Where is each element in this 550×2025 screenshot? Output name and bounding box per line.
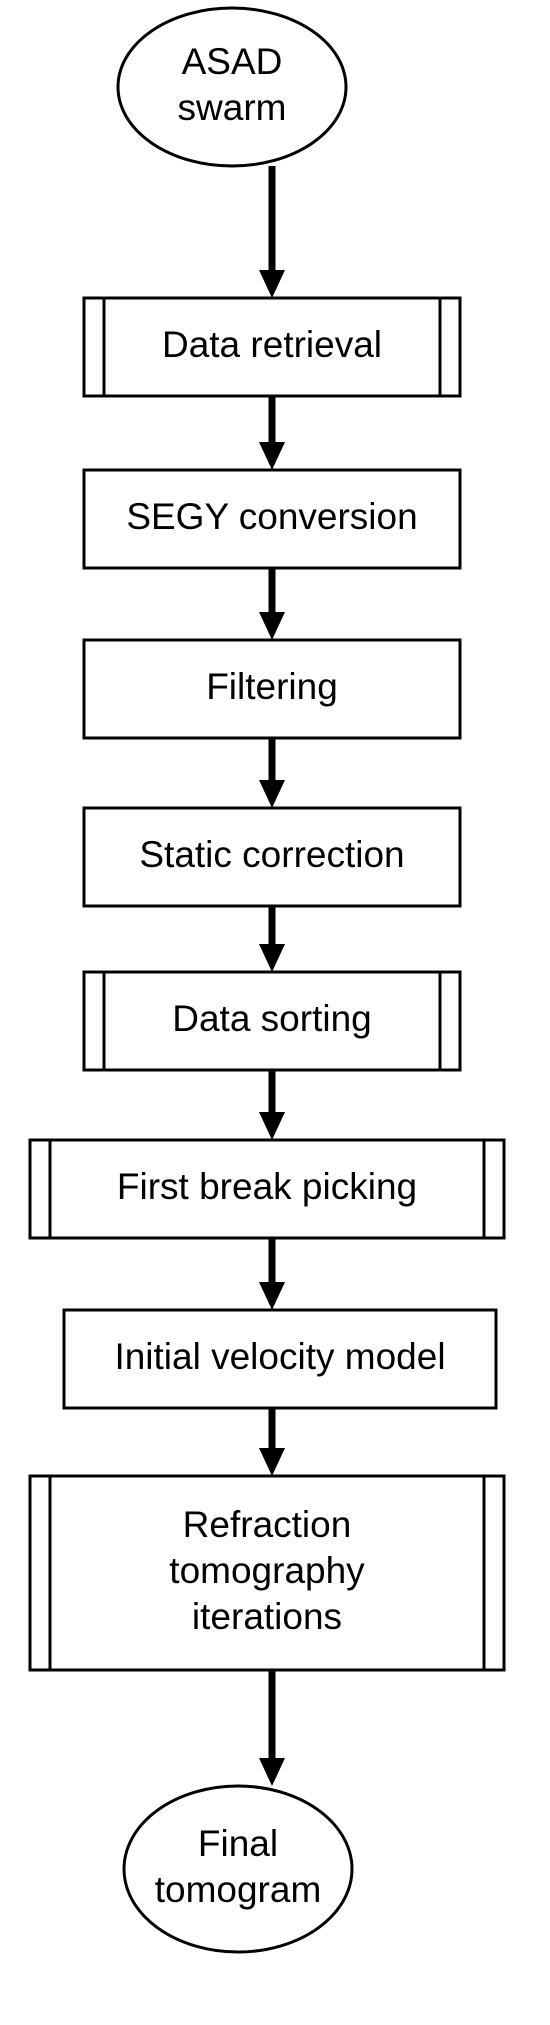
process-box <box>82 468 462 570</box>
arrowhead <box>259 1758 285 1786</box>
arrow-initial-velocity-model-to-refraction-tomography <box>259 1408 285 1476</box>
arrowhead <box>259 1112 285 1140</box>
node-label: Initial velocity model <box>114 1336 445 1377</box>
node-start: ASAD swarm <box>116 6 348 168</box>
arrowhead <box>259 1282 285 1310</box>
node-static-correction: Static correction <box>82 806 462 908</box>
subprocess-box <box>82 970 462 1072</box>
subprocess-box <box>28 1138 506 1240</box>
arrow-refraction-tomography-to-end <box>259 1670 285 1786</box>
node-segy-conversion: SEGY conversion <box>82 468 462 570</box>
process-box <box>62 1308 498 1410</box>
arrow-start-to-data-retrieval <box>259 166 285 298</box>
node-label: tomogram <box>155 1869 322 1910</box>
arrowhead <box>259 780 285 808</box>
arrow-static-correction-to-data-sorting <box>259 906 285 972</box>
subprocess-box <box>82 296 462 398</box>
arrow-data-retrieval-to-segy-conversion <box>259 396 285 470</box>
terminator-shape <box>122 1784 354 1954</box>
node-label: iterations <box>192 1596 342 1637</box>
node-initial-velocity-model: Initial velocity model <box>62 1308 498 1410</box>
node-label: swarm <box>178 87 287 128</box>
node-label: First break picking <box>117 1166 417 1207</box>
node-label: Final <box>198 1823 278 1864</box>
process-box <box>82 806 462 908</box>
node-label: Refraction <box>183 1504 352 1545</box>
node-data-sorting: Data sorting <box>82 970 462 1072</box>
node-label: tomography <box>169 1550 365 1591</box>
arrow-first-break-picking-to-initial-velocity-model <box>259 1238 285 1310</box>
arrowhead <box>259 442 285 470</box>
node-label: Static correction <box>139 834 404 875</box>
arrow-filtering-to-static-correction <box>259 738 285 808</box>
node-label: ASAD <box>182 41 283 82</box>
node-refraction-tomography: Refraction tomography iterations <box>28 1474 506 1672</box>
arrowhead <box>259 944 285 972</box>
node-first-break-picking: First break picking <box>28 1138 506 1240</box>
terminator-shape <box>116 6 348 168</box>
node-end: Final tomogram <box>122 1784 354 1954</box>
node-data-retrieval: Data retrieval <box>82 296 462 398</box>
node-label: SEGY conversion <box>126 496 417 537</box>
edges-layer <box>259 166 285 1786</box>
subprocess-box <box>28 1474 506 1672</box>
node-label: Data sorting <box>172 998 372 1039</box>
arrow-segy-conversion-to-filtering <box>259 568 285 640</box>
arrow-data-sorting-to-first-break-picking <box>259 1070 285 1140</box>
arrowhead <box>259 612 285 640</box>
arrowhead <box>259 270 285 298</box>
process-box <box>82 638 462 740</box>
node-label: Data retrieval <box>162 324 382 365</box>
node-label: Filtering <box>206 666 338 707</box>
node-filtering: Filtering <box>82 638 462 740</box>
arrowhead <box>259 1448 285 1476</box>
